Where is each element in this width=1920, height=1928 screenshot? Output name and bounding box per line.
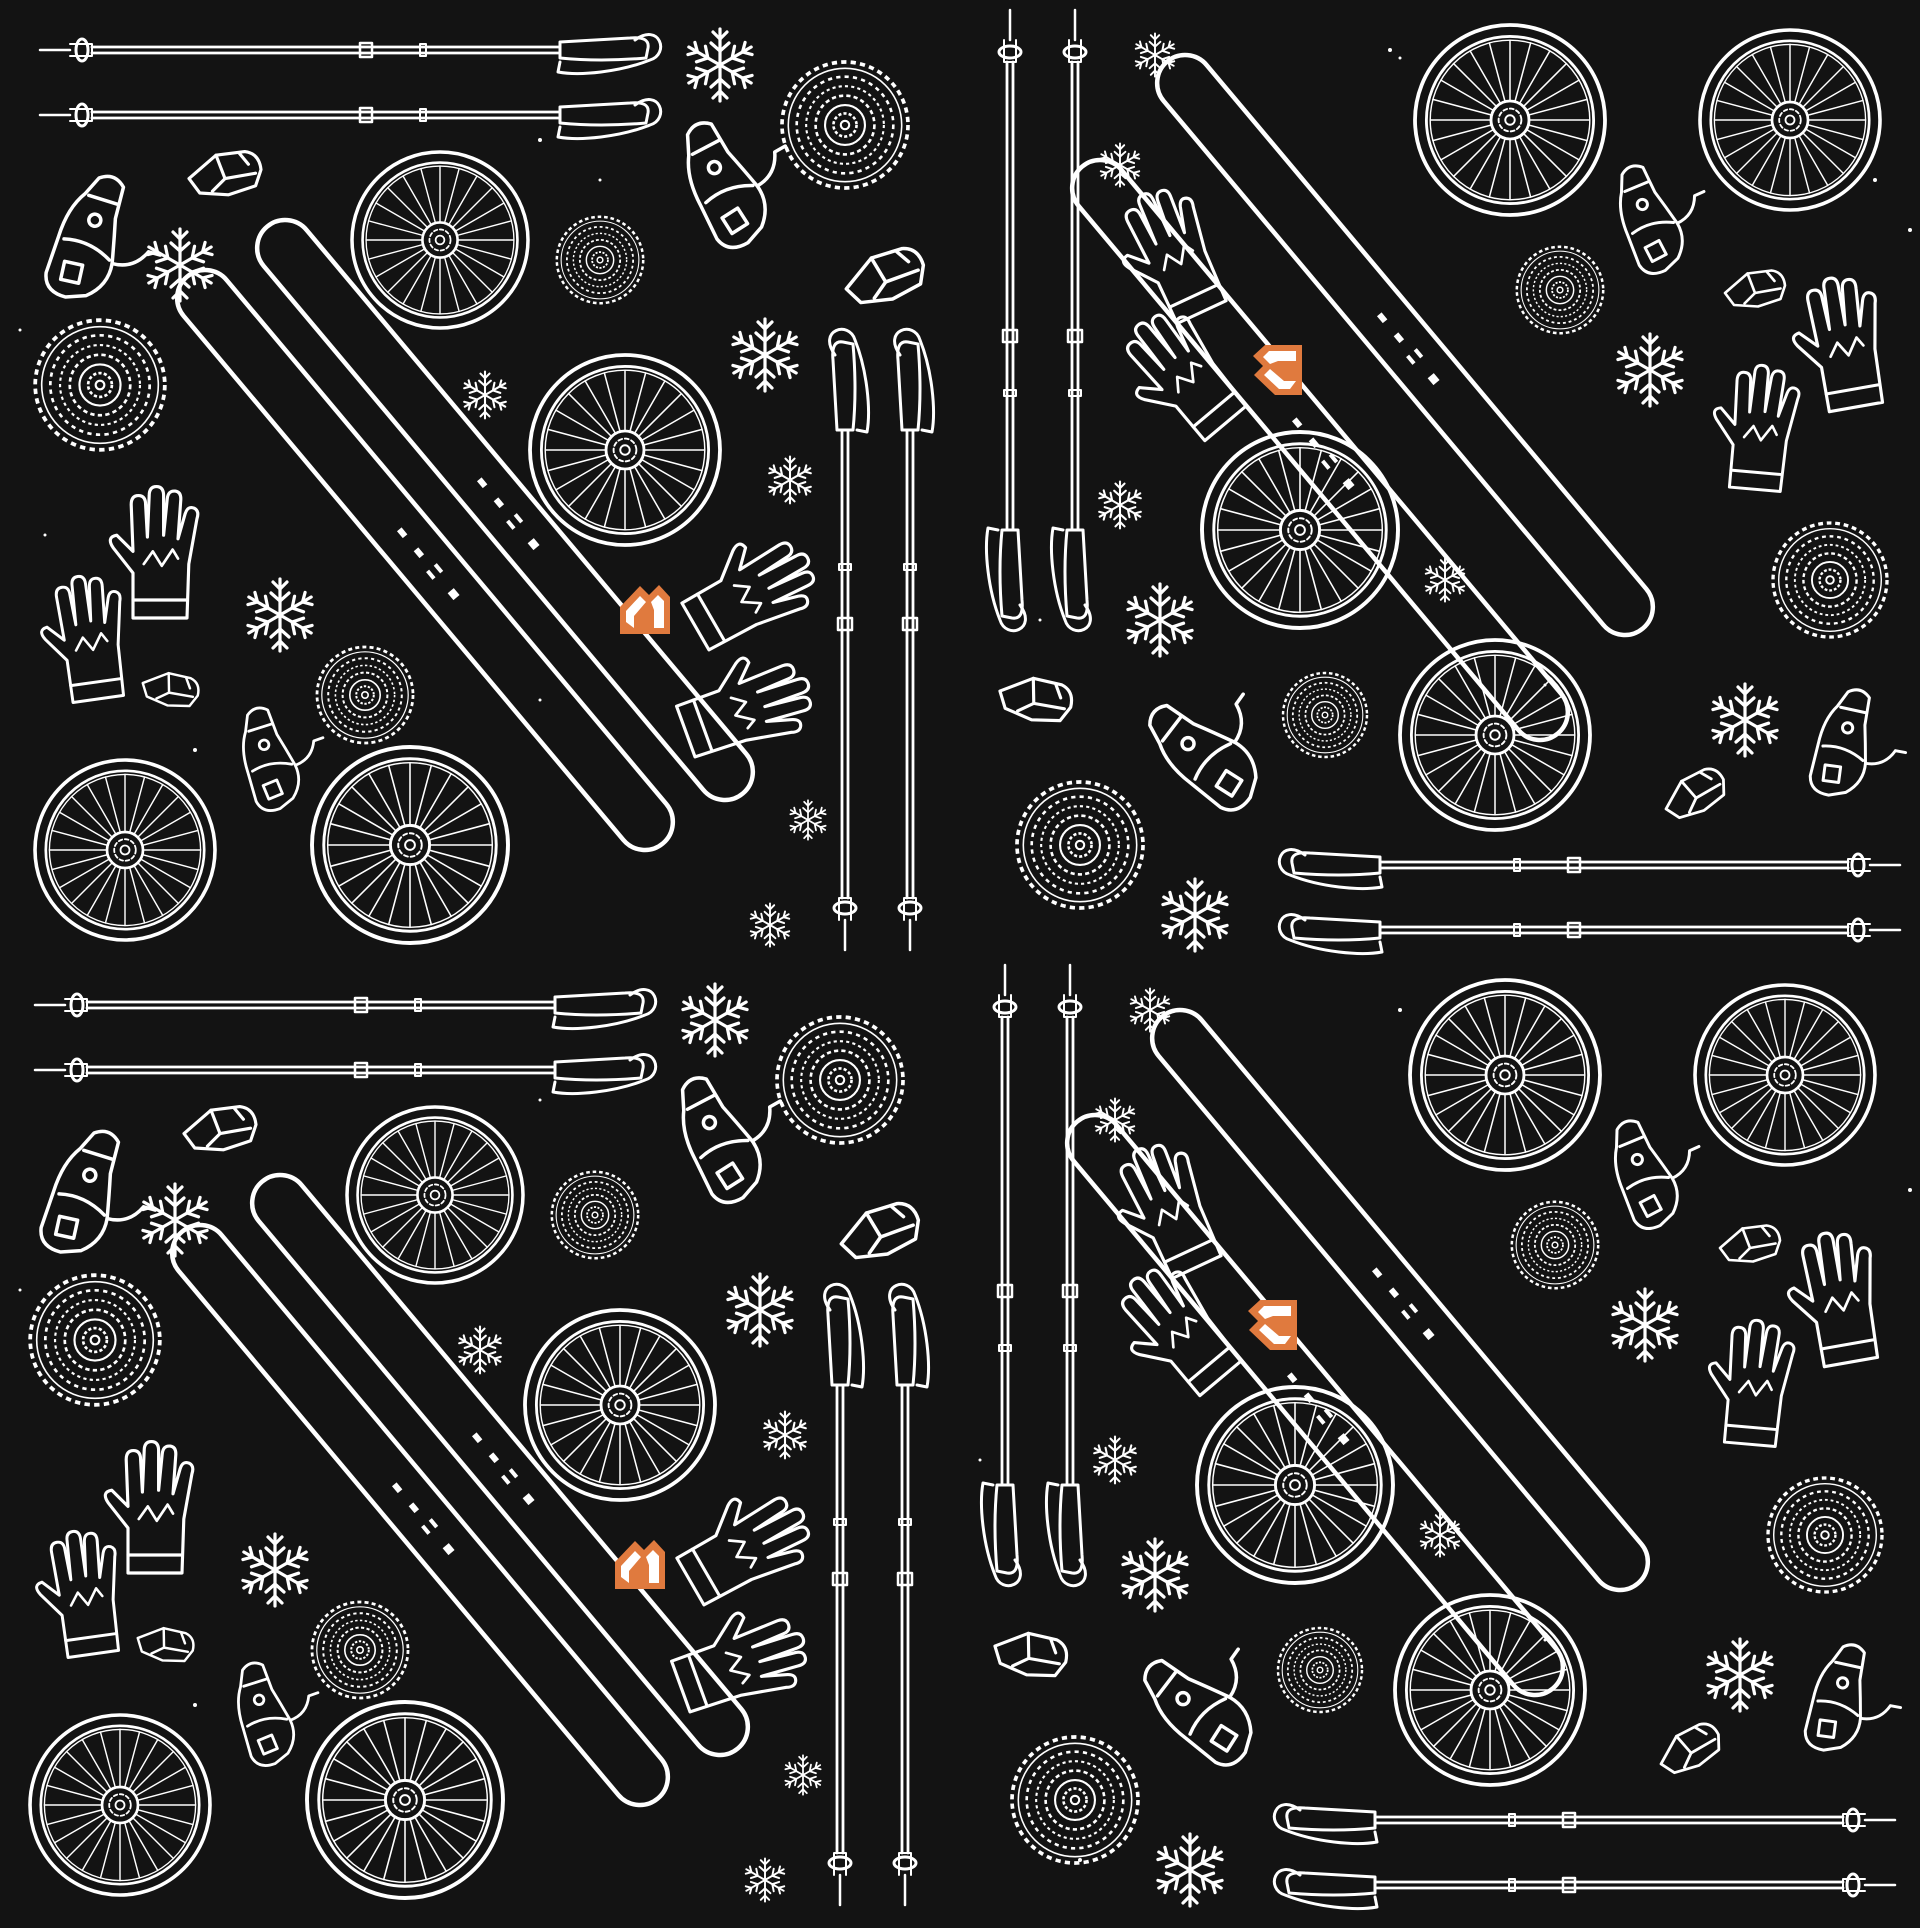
speckles	[18, 48, 1912, 1862]
